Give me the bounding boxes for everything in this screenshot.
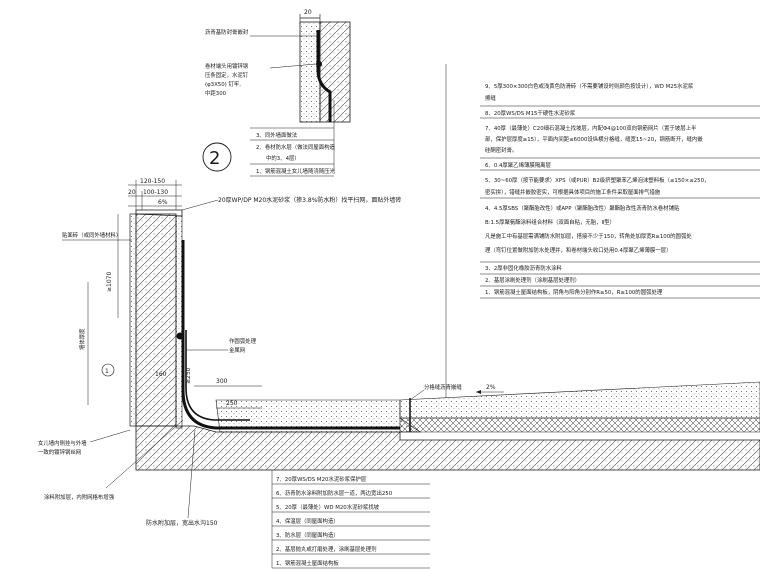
- note-additional-layer: 防水附加层，宽出水沟150: [146, 519, 218, 527]
- parapet-wall: [135, 213, 177, 427]
- top-membrane: [316, 30, 332, 122]
- roof-layer-9a: 9、5厚300×300白色或浅黄色防滑砖（不需要铺设时则颜色按设计），WD M2…: [485, 82, 694, 90]
- roof-layer-7c: 硅酮密封膏。: [485, 146, 517, 154]
- note-rail-1: 女儿墙内侧挂与外墙: [38, 439, 87, 447]
- parapet-section: 120-150 100-130 20 6% 20厚WP/DP M20水泥砂浆（掺…: [38, 178, 760, 527]
- slope-2pct: 2%: [486, 384, 496, 391]
- top-layer-1: 1、钢筋混凝土女儿墙随浇随压光: [256, 167, 336, 175]
- dim-center: ≥250: [185, 367, 192, 384]
- callout-batten-4: 中距300: [205, 89, 227, 97]
- roof-insulation: [399, 417, 760, 433]
- note-joint: 分格缝沥青嵌缝: [424, 383, 462, 391]
- note-coating-2: 涂料附加层，内附网格布增强: [44, 493, 115, 501]
- gutter-layers-table: 7、20厚WS/DS M20水泥砂浆保护层 6、沥青防水涂料附加防水层一道，两边…: [271, 470, 430, 569]
- roof-layer-6: 6、0.4厚聚乙烯薄膜隔离层: [485, 161, 552, 169]
- gutter-layer-3: 3、防水层（同屋面构造）: [276, 531, 339, 539]
- gutter-layer-2: 2、基层抛丸或打磨处理，涂刷基层处理剂: [276, 545, 376, 553]
- wall-thickness-label: 墙体厚度: [78, 328, 86, 350]
- top-dim-label: 20: [304, 9, 312, 16]
- gutter-layer-7: 7、20厚WS/DS M20水泥砂浆保护层: [276, 475, 367, 483]
- roof-layer-4b: B:1.5厚聚氨酯涂料组合材料（双面自粘，无胎，Ⅱ型）: [485, 218, 615, 226]
- slope-6pct: 6%: [158, 199, 168, 206]
- dim-height: ≥1070: [106, 272, 113, 292]
- note-cement-mortar: 20厚WP/DP M20水泥砂浆（掺3.8%防水粉）找平扫网，面贴外墙砖: [218, 196, 401, 204]
- note-fillet-2: 金属网: [229, 346, 245, 354]
- gutter-layer-6: 6、沥青防水涂料附加防水层一道，两边宽出250: [276, 489, 393, 497]
- note-facing: 贴面砖（或同外墙材料）: [62, 231, 121, 239]
- inner-plaster: [175, 215, 183, 429]
- roof-layer-1: 1、钢筋混凝土屋面结构板，阴角与阳角分别作R≥50，R≥100的圆弧处理: [485, 288, 663, 296]
- top-wall-concrete: [319, 21, 351, 123]
- roof-layers-table: 9、5厚300×300白色或浅黄色防滑砖（不需要铺设时则颜色按设计），WD M2…: [445, 64, 760, 398]
- termination-bar: [176, 332, 184, 340]
- top-detail: 20 沥青基防封膏嵌封 卷材端头用镀锌钢 压条固定，水泥钉 (φ3X50) 钉牢…: [205, 9, 351, 177]
- roof-layer-5b: 密实拼），错缝并嵌胶密实，可根据具体项目的施工条件采取屋面排气措施: [485, 188, 661, 196]
- dim-250: 250: [226, 400, 238, 407]
- roof-screed: [399, 381, 760, 419]
- top-layer-2b: 中的3、4层）: [266, 154, 300, 162]
- note-rail-2: 一致的镀锌钢丝网: [38, 448, 81, 456]
- dim-20: 20: [128, 189, 136, 196]
- marker-1: 1: [105, 368, 109, 375]
- roof-layer-3: 3、2厚非固化橡胶沥青防水涂料: [485, 264, 563, 272]
- top-layer-3: 3、同外墙面做法: [256, 131, 298, 139]
- roof-layer-8: 8、20厚WS/DS M15干硬性水泥砂浆: [485, 109, 576, 117]
- dim-300: 300: [216, 378, 228, 385]
- roof-layer-7a: 7、40厚（最薄处）C20细石混凝土找坡层，内配Φ4@100双向钢筋网片（置于坡…: [485, 124, 697, 132]
- outer-facing: [129, 213, 137, 427]
- note-fillet-1: 作圆弧处理: [229, 337, 257, 345]
- callout-mastic: 沥青基防封膏嵌封: [205, 28, 249, 36]
- waterproof-membrane: [181, 240, 400, 430]
- gutter-layer-4: 4、保温层（同屋面构造）: [276, 517, 339, 525]
- dim-160: 160: [155, 371, 167, 378]
- roof-layer-9b: 擦缝: [485, 94, 496, 102]
- roof-layer-rows: 9、5厚300×300白色或浅黄色防滑砖（不需要铺设时则颜色按设计），WD M2…: [480, 82, 760, 299]
- dim-100-130: 100-130: [143, 189, 168, 196]
- roof-layer-5a: 5、30~60厚（按节能要求）XPS（或PUR）B2级挤塑聚苯乙烯泡沫塑料板（≤…: [485, 176, 709, 184]
- marker-circle: [101, 363, 115, 377]
- callout-batten-1: 卷材端头用镀锌钢: [205, 62, 248, 70]
- top-fastener: [316, 61, 322, 67]
- detail-number-bubble: 2: [202, 142, 232, 172]
- gutter-layer-1: 1、钢筋混凝土屋面结构板: [276, 559, 339, 567]
- roof-layer-4d: 理（弯钉位置做附加防水处理并，和卷材端头收口处用0.4厚聚乙烯薄膜一层）: [485, 246, 671, 254]
- roof-layer-2: 2、基层涂刷处理剂（涂刷基层处理剂）: [485, 276, 580, 284]
- roof-layer-4c: 凡是施工中有基层需满铺防水附加层，搭接不少于150，转角处加厚宽R≥100的圆弧…: [485, 232, 692, 240]
- detail-number: 2: [209, 148, 220, 169]
- roof-slab: [135, 425, 760, 471]
- top-layer-2a: 2、卷材防水层（做法同屋面构造: [256, 143, 336, 151]
- roof-layer-4a: 4、4.5厚SBS（聚酯胎改性）或APP（聚酯胎改性）聚酯胎改性沥青防水卷材铺贴: [485, 204, 680, 212]
- gutter-layer-5: 5、20厚（最薄处）WD M20水泥砂浆找坡: [276, 503, 380, 511]
- callout-batten-2: 压条固定，水泥钉: [205, 71, 249, 79]
- roof-layer-7b: 部，保护层厚度≥15），平面内间距≤6000设纵横分格缝，缝宽15~20，钢筋断…: [485, 135, 703, 143]
- callout-batten-3: (φ3X50) 钉牢,: [205, 80, 241, 88]
- additional-membrane: [185, 330, 250, 421]
- dim-120-150: 120-150: [140, 178, 165, 185]
